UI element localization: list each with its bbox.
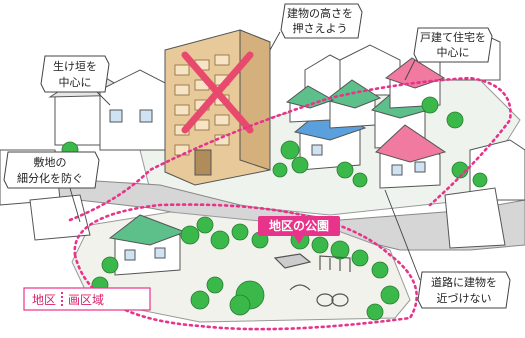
- callout-detached-line2: 中心に: [437, 46, 470, 59]
- prohibition-cross-icon: [181, 51, 254, 134]
- callout-fence-line1: 生け垣を: [53, 59, 97, 73]
- callout-detached-houses: 戸建て住宅を 中心に: [413, 27, 493, 63]
- park-label-text: 地区の公園: [269, 218, 329, 233]
- callout-building-height-line2: 押さえよう: [293, 21, 348, 35]
- trees: [61, 96, 488, 321]
- detached-houses: [285, 57, 447, 189]
- legend-label-part1: 地区: [32, 293, 56, 307]
- callout-fence-line2: 中心に: [59, 76, 92, 89]
- callout-road-setback: 道路に建物を 近づけない: [417, 271, 511, 309]
- callout-building-height: 建物の高さを 押さえよう: [280, 3, 363, 39]
- callout-lot-line2: 細分化を防ぐ: [17, 171, 83, 185]
- callout-road-line1: 道路に建物を: [431, 275, 497, 289]
- callout-hedge-fence: 生け垣を 中心に: [40, 55, 110, 93]
- legend-box: 地区 画区域: [23, 287, 151, 311]
- callout-lot-line1: 敷地の: [34, 155, 67, 169]
- callout-lot-subdivision: 敷地の 細分化を防ぐ: [3, 151, 100, 189]
- park-label: 地区の公園: [258, 216, 340, 244]
- callout-building-height-line1: 建物の高さを: [287, 6, 353, 20]
- callout-detached-line1: 戸建て住宅を: [420, 30, 486, 44]
- background-houses-right: [304, 27, 525, 249]
- tall-building: [164, 29, 271, 186]
- callout-road-line2: 近づけない: [437, 292, 492, 305]
- legend-label-part2: 画区域: [68, 293, 104, 307]
- district-boundary-line: [68, 76, 512, 331]
- playground-equipment: [273, 253, 351, 307]
